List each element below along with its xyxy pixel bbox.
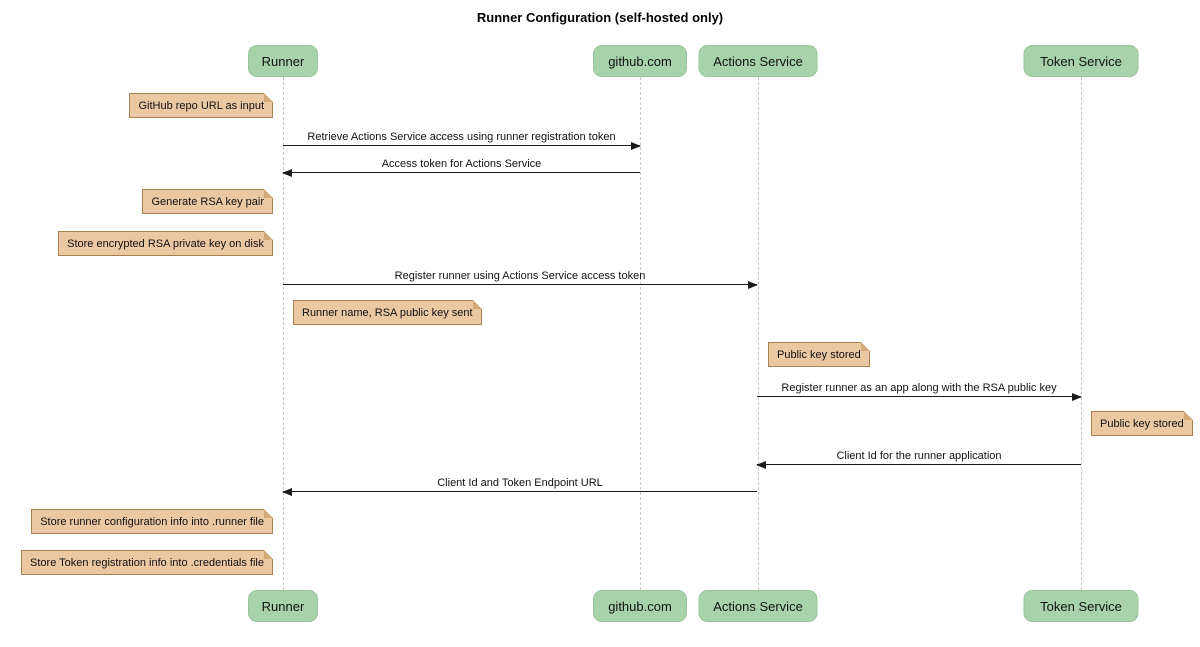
lifeline-runner xyxy=(283,77,284,590)
actor-actions-service-bottom: Actions Service xyxy=(698,590,818,622)
diagram-title: Runner Configuration (self-hosted only) xyxy=(476,10,724,25)
message-client-id-endpoint: Client Id and Token Endpoint URL xyxy=(282,476,757,496)
actor-token-service-top: Token Service xyxy=(1023,45,1139,77)
note-store-runner-file: Store runner configuration info into .ru… xyxy=(31,509,273,534)
arrowhead-right-icon xyxy=(748,281,758,289)
arrowhead-right-icon xyxy=(1072,393,1082,401)
note-runner-name-sent: Runner name, RSA public key sent xyxy=(293,300,482,325)
message-label: Register runner as an app along with the… xyxy=(781,382,1057,394)
message-register-app: Register runner as an app along with the… xyxy=(757,381,1082,401)
note-store-private-key: Store encrypted RSA private key on disk xyxy=(58,231,273,256)
arrowhead-left-icon xyxy=(282,169,292,177)
message-client-id-runner-app: Client Id for the runner application xyxy=(756,449,1081,469)
arrowhead-left-icon xyxy=(282,488,292,496)
message-label: Register runner using Actions Service ac… xyxy=(394,270,646,282)
lifeline-actions-service xyxy=(758,77,759,590)
message-label: Client Id for the runner application xyxy=(836,450,1002,462)
actor-runner-top: Runner xyxy=(248,45,318,77)
note-public-key-stored-token: Public key stored xyxy=(1091,411,1193,436)
actor-actions-service-top: Actions Service xyxy=(698,45,818,77)
note-generate-rsa: Generate RSA key pair xyxy=(142,189,273,214)
message-line xyxy=(283,491,757,492)
note-public-key-stored-actions: Public key stored xyxy=(768,342,870,367)
arrowhead-left-icon xyxy=(756,461,766,469)
message-line xyxy=(283,172,640,173)
actor-runner-bottom: Runner xyxy=(248,590,318,622)
lifeline-github xyxy=(640,77,641,590)
actor-github-top: github.com xyxy=(593,45,687,77)
message-line xyxy=(757,396,1081,397)
message-register-runner: Register runner using Actions Service ac… xyxy=(283,269,758,289)
message-line xyxy=(283,284,757,285)
message-retrieve-actions-access: Retrieve Actions Service access using ru… xyxy=(283,130,641,150)
message-line xyxy=(757,464,1081,465)
message-label: Access token for Actions Service xyxy=(381,158,542,170)
actor-github-bottom: github.com xyxy=(593,590,687,622)
message-label: Retrieve Actions Service access using ru… xyxy=(307,131,616,143)
actor-token-service-bottom: Token Service xyxy=(1023,590,1139,622)
lifeline-token-service xyxy=(1081,77,1082,590)
message-line xyxy=(283,145,640,146)
message-access-token: Access token for Actions Service xyxy=(282,157,640,177)
arrowhead-right-icon xyxy=(631,142,641,150)
note-github-repo-url: GitHub repo URL as input xyxy=(129,93,273,118)
message-label: Client Id and Token Endpoint URL xyxy=(437,477,603,489)
note-store-credentials-file: Store Token registration info into .cred… xyxy=(21,550,273,575)
